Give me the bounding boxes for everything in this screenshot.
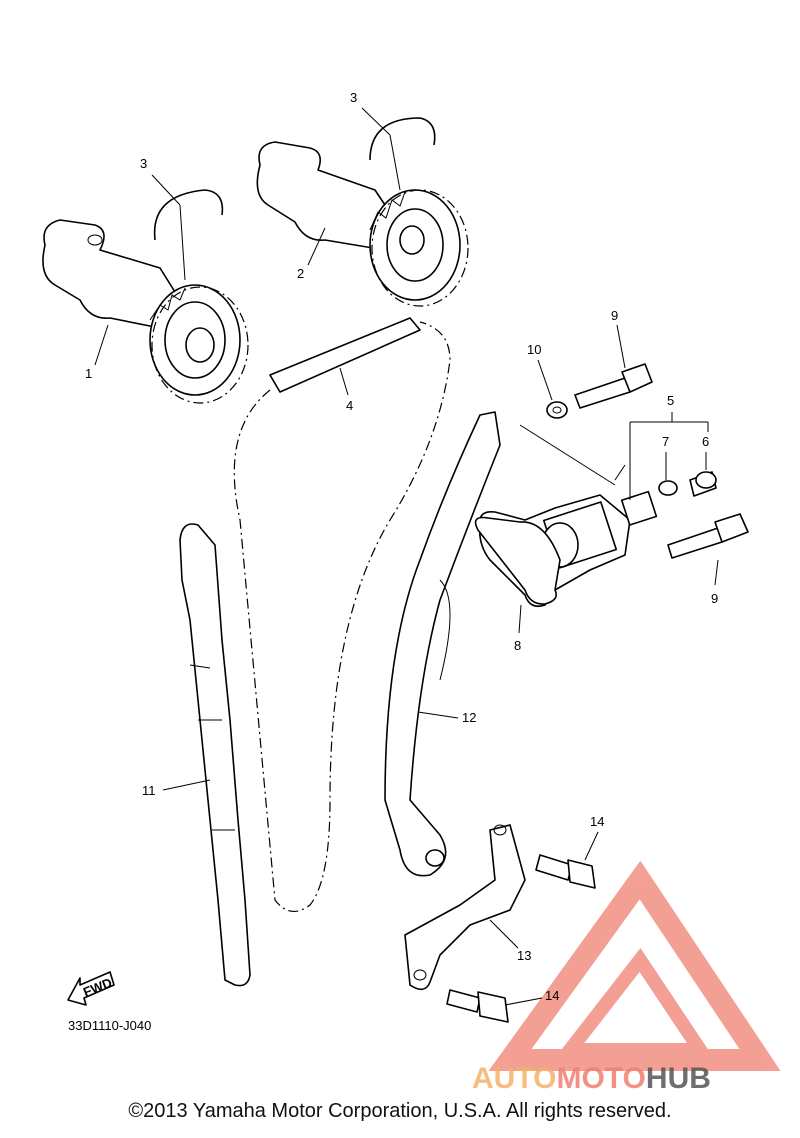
callout-12: 12 [462,710,476,725]
watermark-part-auto: AUTO [472,1062,556,1095]
callout-6: 6 [702,434,709,449]
callout-11: 11 [142,783,156,798]
timing-chain-4 [233,317,451,912]
circlip-3b [369,117,436,161]
callout-3a: 3 [140,156,147,171]
diagram-code: 33D1110-J040 [68,1018,151,1033]
fwd-label: FWD [81,975,114,1000]
tensioner-guide-12 [384,411,501,877]
callout-9a: 9 [611,308,618,323]
washer-10 [546,401,568,419]
bolt-9a [574,363,653,409]
copyright-footer: ©2013 Yamaha Motor Corporation, U.S.A. A… [128,1100,672,1122]
circlip-3a [153,189,224,241]
watermark-text: AUTOMOTOHUB [472,1062,711,1095]
callout-2: 2 [297,266,304,281]
callout-9b: 9 [711,591,718,606]
callout-10: 10 [527,342,541,357]
callout-1: 1 [85,366,92,381]
callout-14b: 14 [545,988,559,1003]
callout-14a: 14 [590,814,604,829]
callout-7: 7 [662,434,669,449]
bolt-14b [446,989,509,1023]
callout-numbers: 1 2 3 3 4 5 6 7 8 9 9 10 11 12 13 14 14 [85,90,718,1003]
callout-8: 8 [514,638,521,653]
bolt-9b [667,513,749,559]
callout-3b: 3 [350,90,357,105]
watermark-logo [488,860,781,1071]
chain-guide-11 [179,523,251,987]
callout-5: 5 [667,393,674,408]
camshaft-1 [42,219,249,404]
bolt-6 [689,471,717,497]
camshaft-2 [256,141,469,307]
watermark-part-moto: MOTO [556,1062,645,1095]
leader-lines [94,107,719,1006]
fwd-arrow-icon: FWD [67,971,115,1006]
callout-13: 13 [517,948,531,963]
bolt-14a [535,854,596,889]
watermark-part-hub: HUB [646,1062,711,1095]
callout-4: 4 [346,398,353,413]
washer-7 [658,480,678,496]
gasket-8 [474,516,561,605]
bracket-13 [404,824,526,991]
